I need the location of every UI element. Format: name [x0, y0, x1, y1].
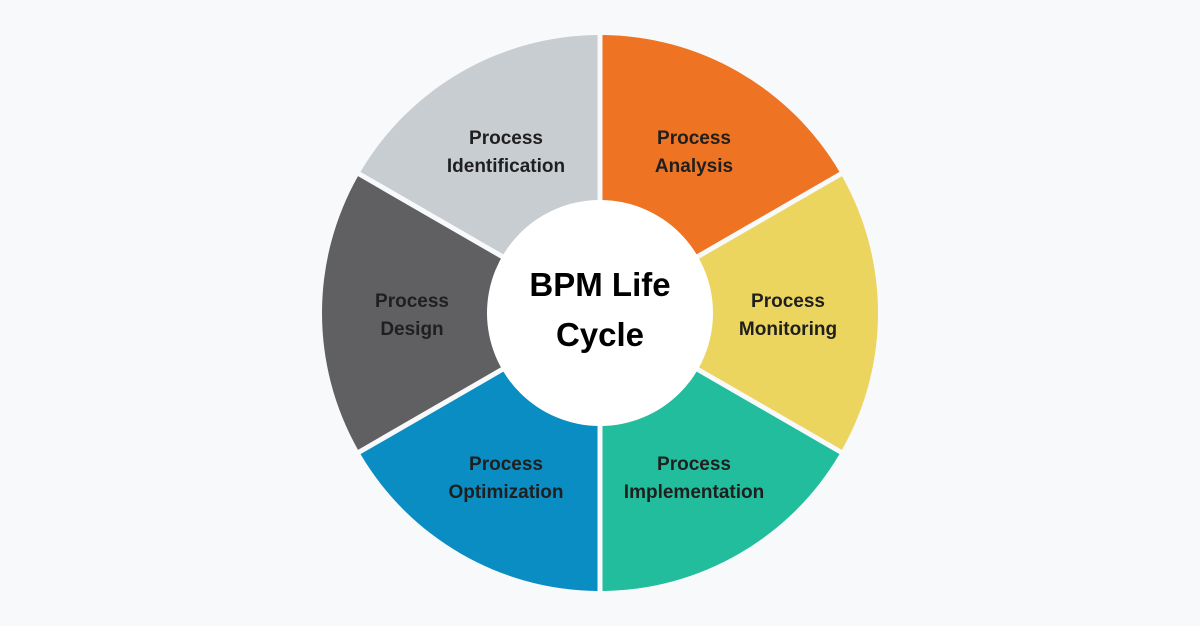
segment-labels-group: ProcessAnalysisProcessMonitoringProcessI…	[375, 128, 837, 503]
segment-label-analysis-line2: Analysis	[655, 156, 733, 177]
segment-label-design-line2: Design	[380, 319, 443, 340]
center-title-line1: BPM Life	[529, 266, 670, 303]
segment-label-monitoring-line1: Process	[751, 291, 825, 312]
segment-label-identification-line2: Identification	[447, 156, 565, 177]
segment-optimization	[360, 361, 598, 591]
segment-label-optimization-line2: Optimization	[448, 482, 563, 503]
center-hub	[487, 200, 713, 426]
segment-analysis	[602, 35, 840, 265]
segment-label-design-line1: Process	[375, 291, 449, 312]
segment-monitoring	[680, 176, 878, 450]
center-title-line2: Cycle	[556, 316, 644, 353]
segment-label-analysis-line1: Process	[657, 128, 731, 149]
segment-design	[322, 176, 520, 450]
segment-label-monitoring-line2: Monitoring	[739, 319, 837, 340]
segment-label-implementation-line1: Process	[657, 454, 731, 475]
segment-label-identification-line1: Process	[469, 128, 543, 149]
segment-implementation	[602, 361, 840, 591]
segments-group	[322, 35, 878, 591]
segment-identification	[360, 35, 598, 265]
segment-label-implementation-line2: Implementation	[624, 482, 764, 503]
segment-label-optimization-line1: Process	[469, 454, 543, 475]
